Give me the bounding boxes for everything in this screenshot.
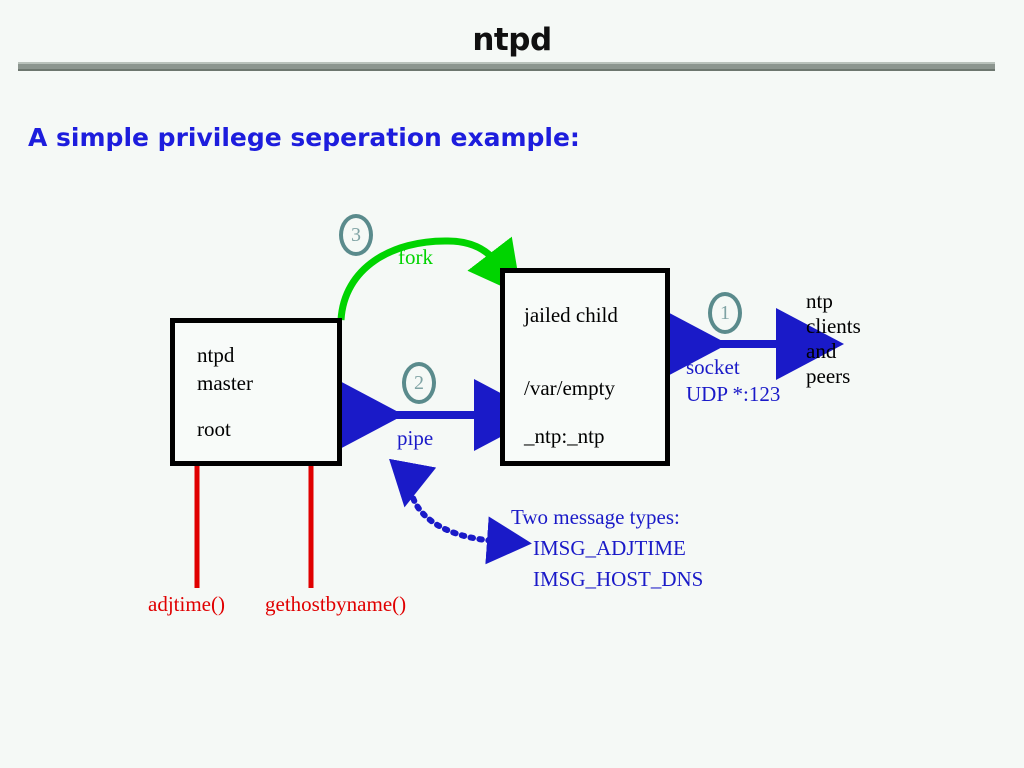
child-line-1: jailed child	[524, 303, 618, 327]
peers-line-1: ntp	[806, 289, 833, 313]
socket-label-line-2: UDP *:123	[686, 382, 781, 406]
peers-line-2: clients	[806, 314, 861, 338]
peers-block: ntp clients and peers	[806, 289, 861, 389]
master-line-1: ntpd	[197, 343, 235, 367]
message-callout-arrow	[389, 458, 532, 565]
socket-label-line-1: socket	[686, 355, 740, 379]
message-types-heading: Two message types:	[511, 505, 680, 529]
subtitle: A simple privilege seperation example:	[28, 123, 580, 152]
child-line-2: /var/empty	[524, 376, 615, 400]
master-line-2: master	[197, 371, 253, 395]
peers-line-3: and	[806, 339, 837, 363]
step-badge-2[interactable]: 2	[402, 362, 436, 404]
message-type-1: IMSG_ADJTIME	[533, 536, 686, 560]
peers-line-4: peers	[806, 364, 851, 388]
step-badge-1[interactable]: 1	[708, 292, 742, 334]
title-divider	[18, 62, 995, 71]
page-title: ntpd	[472, 22, 552, 58]
jailed-child-box[interactable]: jailed child /var/empty _ntp:_ntp	[500, 268, 670, 466]
message-types-block: Two message types: IMSG_ADJTIME IMSG_HOS…	[511, 502, 703, 595]
master-line-3: root	[197, 417, 231, 441]
ntpd-master-box[interactable]: ntpd master root	[170, 318, 342, 466]
fork-label: fork	[398, 245, 433, 269]
pipe-label: pipe	[397, 426, 434, 450]
child-line-3: _ntp:_ntp	[524, 424, 605, 448]
adjtime-label: adjtime()	[148, 592, 225, 616]
gethostbyname-label: gethostbyname()	[265, 592, 407, 616]
message-type-2: IMSG_HOST_DNS	[533, 567, 704, 591]
step-badge-3[interactable]: 3	[339, 214, 373, 256]
